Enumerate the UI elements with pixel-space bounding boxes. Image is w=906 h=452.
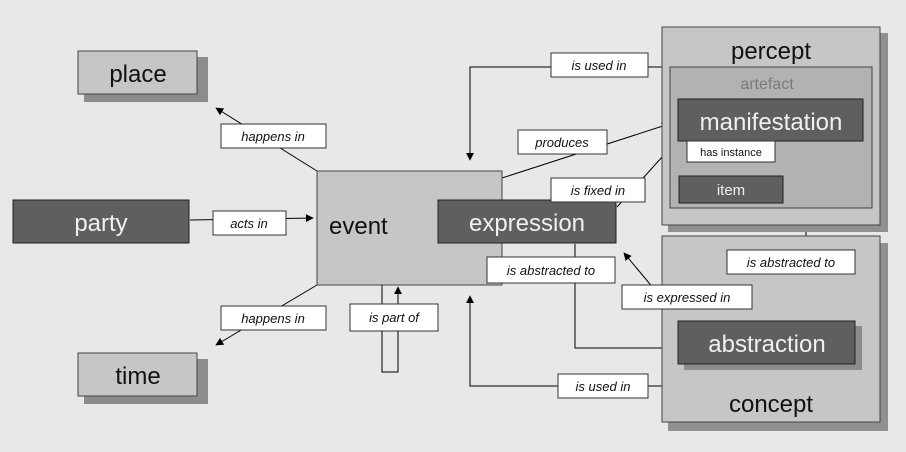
party-node: party [12, 199, 190, 244]
artefact-label: artefact [740, 76, 794, 93]
label-is-used-in-bottom: is used in [576, 379, 631, 394]
label-acts-in: acts in [230, 216, 268, 231]
label-produces: produces [534, 135, 589, 150]
percept-group: percept artefact manifestation has insta… [661, 26, 888, 232]
label-is-used-in-top: is used in [572, 58, 627, 73]
event-label: event [329, 213, 388, 240]
abstraction-box [677, 320, 856, 365]
place-label: place [109, 61, 166, 88]
abstraction-label: abstraction [708, 331, 825, 358]
manifestation-label: manifestation [700, 109, 843, 136]
time-node: time [77, 352, 208, 404]
item-box [678, 175, 784, 204]
percept-label: percept [731, 38, 811, 65]
expression-box [437, 199, 617, 244]
event-group: event expression [316, 170, 617, 286]
label-is-fixed-in: is fixed in [571, 183, 625, 198]
item-label: item [717, 182, 745, 199]
label-is-part-of: is part of [369, 310, 420, 325]
label-happens-in-top: happens in [241, 129, 305, 144]
has-instance-box [686, 140, 776, 163]
label-happens-in-bottom: happens in [241, 311, 305, 326]
label-is-abstracted-to-right: is abstracted to [747, 255, 835, 270]
manifestation-box [677, 98, 864, 142]
label-is-expressed-in: is expressed in [644, 290, 731, 305]
time-box [77, 352, 198, 397]
party-box [12, 199, 190, 244]
label-is-abstracted-to-center: is abstracted to [507, 263, 595, 278]
time-label: time [115, 363, 160, 390]
place-box [77, 50, 198, 95]
party-label: party [74, 210, 127, 237]
concept-label: concept [729, 391, 813, 418]
expression-label: expression [469, 210, 585, 237]
relation-labels: happens in acts in happens in is part of… [212, 52, 856, 399]
has-instance-label: has instance [700, 147, 762, 159]
place-node: place [77, 50, 208, 102]
